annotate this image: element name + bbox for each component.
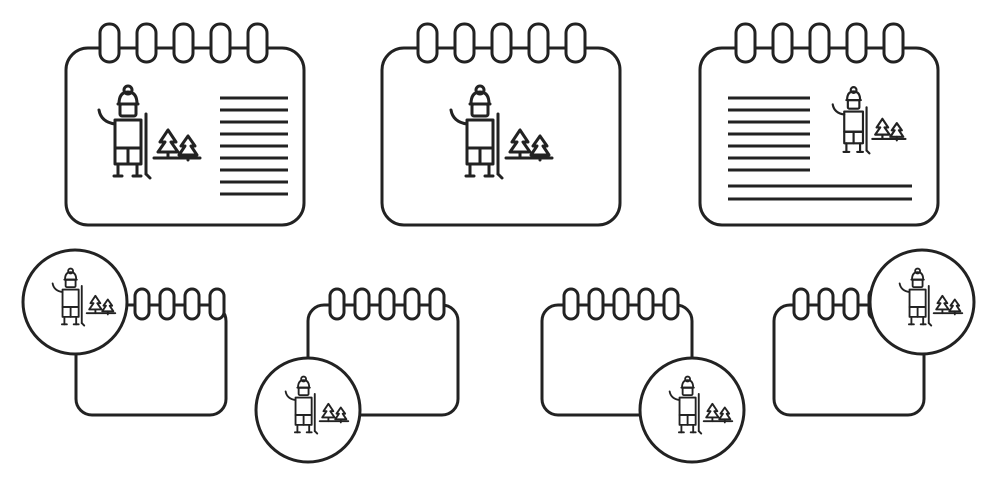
calendar-badge-variant-4 <box>772 248 976 417</box>
badge-circle <box>868 248 976 356</box>
calendar-variant-2 <box>380 22 622 227</box>
calendar-page <box>380 46 622 227</box>
calendar-badge-variant-3 <box>540 287 746 464</box>
badge-circle <box>638 356 746 464</box>
calendar-variant-3 <box>698 22 940 227</box>
calendar-page <box>64 46 306 227</box>
badge-circle <box>254 356 362 464</box>
calendar-variant-1 <box>64 22 306 227</box>
text-lines <box>220 96 288 196</box>
badge-circle <box>21 248 129 356</box>
text-lines <box>728 96 912 201</box>
calendar-badge-variant-2 <box>254 287 460 464</box>
calendar-badge-variant-1 <box>21 248 228 417</box>
